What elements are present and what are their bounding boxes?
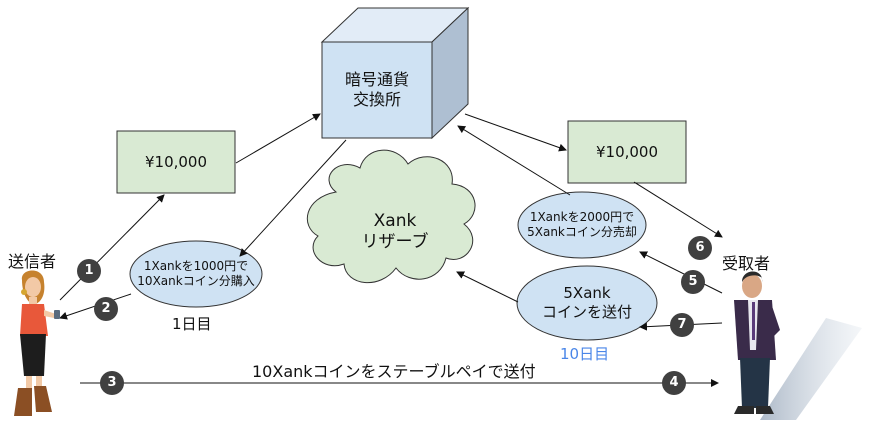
step-7-marker <box>670 313 694 337</box>
reserve-cloud <box>306 149 476 283</box>
send-bubble-line2: コインを送付 <box>541 303 632 321</box>
exchange-label-line2: 交換所 <box>352 90 401 109</box>
yen-right-label: ¥10,000 <box>595 142 659 161</box>
exchange-cube <box>320 6 470 140</box>
step-2-marker <box>94 297 118 321</box>
step-5-number: 5 <box>688 273 698 289</box>
step-1-number: 1 <box>84 262 94 278</box>
step-6-number: 6 <box>695 239 705 255</box>
step-2-number: 2 <box>101 300 111 316</box>
day10-label: 10日目 <box>560 345 610 363</box>
buy-bubble-line1: 1Xankを1000円で <box>143 259 249 273</box>
sell-bubble-line1: 1Xankを2000円で <box>529 210 635 224</box>
receiver-figure <box>734 271 862 420</box>
buy-bubble <box>129 240 263 308</box>
bottom-transfer-label: 10Xankコインをステーブルペイで送付 <box>252 362 536 381</box>
send-bubble-line1: 5Xank <box>563 284 611 303</box>
buy-bubble-label: 1Xankを1000円で 10Xankコイン分購入 <box>130 241 262 307</box>
day1-label: 1日目 <box>172 315 212 333</box>
reserve-label-line2: リザーブ <box>361 232 429 252</box>
yen-box-left <box>116 130 236 194</box>
buy-bubble-line2: 10Xankコイン分購入 <box>137 274 255 288</box>
exchange-label: 暗号通貨 交換所 <box>322 42 432 138</box>
reserve-label: Xank リザーブ <box>330 200 460 264</box>
step-4-marker <box>662 371 686 395</box>
sender-label: 送信者 <box>8 252 57 271</box>
step-markers <box>77 236 712 395</box>
sell-bubble-line2: 5Xankコイン分売却 <box>527 225 637 239</box>
step-4-number: 4 <box>669 374 679 390</box>
step-5-marker <box>681 270 705 294</box>
sell-bubble-label: 1Xankを2000円で 5Xankコイン分売却 <box>518 192 646 258</box>
send-bubble <box>516 265 658 341</box>
step-6-marker <box>688 236 712 260</box>
yen-left-label: ¥10,000 <box>144 152 208 171</box>
step-3-marker <box>100 371 124 395</box>
receiver-label: 受取者 <box>722 254 771 273</box>
sell-bubble <box>517 191 647 259</box>
step-3-number: 3 <box>107 374 117 390</box>
exchange-label-line1: 暗号通貨 <box>344 70 409 89</box>
yen-box-right <box>567 120 687 184</box>
step-7-number: 7 <box>677 316 687 332</box>
step-1-marker <box>77 259 101 283</box>
reserve-label-line1: Xank <box>373 210 417 231</box>
send-bubble-label: 5Xank コインを送付 <box>517 266 657 340</box>
sender-figure <box>14 270 60 416</box>
